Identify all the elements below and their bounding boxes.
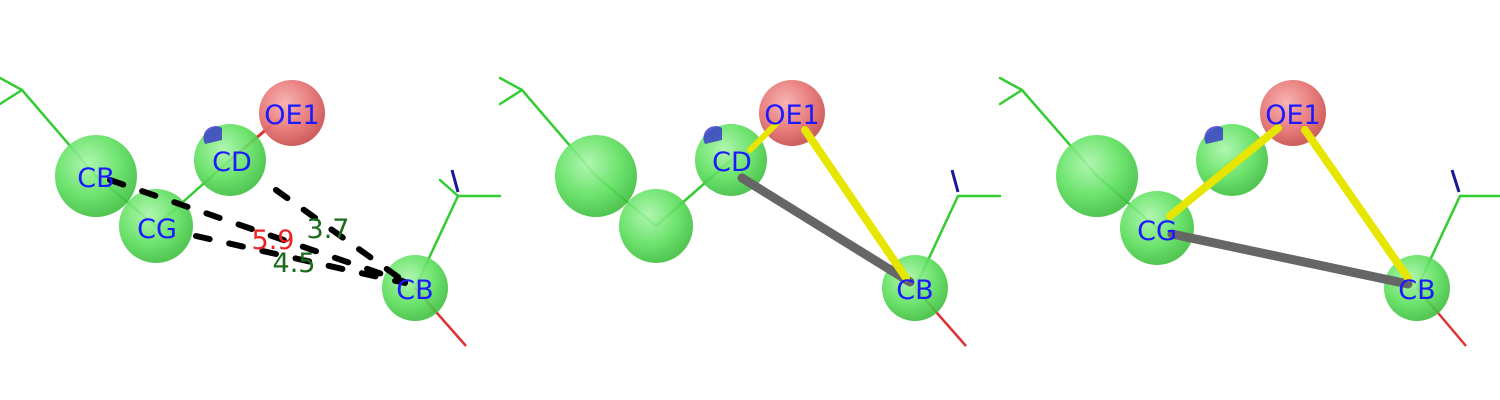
yellow-rod-cg-oe1: [1166, 124, 1282, 220]
atom-cg-sphere[interactable]: [119, 189, 193, 263]
hidden-nitrogen-fragment: [203, 126, 222, 144]
hidden-nitrogen-fragment: [703, 126, 722, 144]
atom-cb1-sphere[interactable]: [55, 135, 137, 217]
label-oe1: OE1: [1265, 100, 1321, 131]
label-oe1: OE1: [764, 100, 820, 131]
label-cg: CG: [1137, 216, 1177, 247]
panel-1: CB CG CD OE1 CB 5.9 3.7 4.5: [0, 76, 502, 347]
label-cb2: CB: [1398, 275, 1435, 306]
distance-line-cg-cb: [193, 233, 408, 286]
atom-cb2-sphere[interactable]: [382, 255, 448, 321]
distance-lines: [107, 177, 408, 286]
nitrogen-bond: [1450, 169, 1461, 193]
hidden-nitrogen-fragment: [1204, 126, 1223, 144]
nitrogen-bond: [450, 169, 460, 193]
atom-cb1-sphere[interactable]: [555, 135, 637, 217]
gray-rod-cg-cb: [1167, 229, 1413, 289]
distance-label-3-7: 3.7: [307, 214, 350, 245]
atom-oe1-sphere[interactable]: [259, 80, 325, 146]
yellow-rod-cd-oe1: [747, 121, 779, 153]
nitrogen-bond: [950, 169, 960, 193]
label-cb2: CB: [896, 275, 933, 306]
label-oe1: OE1: [264, 100, 320, 131]
atom-cg-sphere[interactable]: [619, 189, 693, 263]
label-cd: CD: [212, 147, 252, 178]
atom-cb1-sphere[interactable]: [1056, 135, 1138, 217]
panel-2: CD OE1 CB: [498, 76, 1002, 347]
yellow-rod-oe1-cb: [1301, 126, 1412, 282]
distance-line-cd-cb: [273, 187, 408, 285]
distance-label-4-5: 4.5: [273, 248, 316, 279]
distance-label-5-9: 5.9: [252, 225, 295, 256]
label-cg: CG: [137, 214, 177, 245]
panel-3: CG OE1 CB: [998, 76, 1500, 347]
gray-rod-cd-cb: [737, 173, 915, 287]
label-cb2: CB: [396, 275, 433, 306]
yellow-rod-oe1-cb: [801, 126, 910, 282]
label-cb1: CB: [77, 163, 114, 194]
label-cd: CD: [712, 147, 752, 178]
